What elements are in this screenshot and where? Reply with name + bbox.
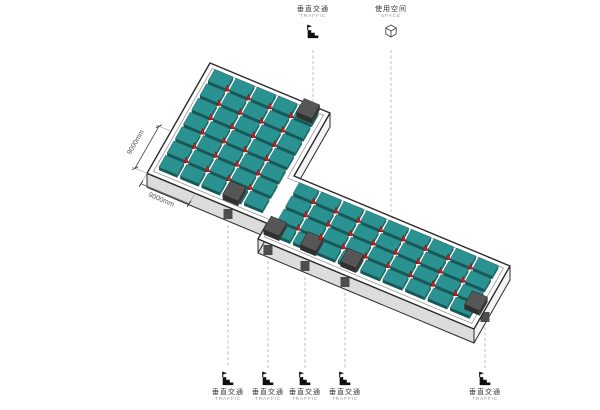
annotation-label-cn: 垂直交通 <box>252 389 284 396</box>
annotation-label-en: SPACE <box>381 14 401 19</box>
stairs-icon <box>270 370 340 386</box>
structure-columns <box>183 84 474 296</box>
stairs-icon <box>310 370 380 386</box>
annotation-label-en: TRAFFIC <box>255 397 281 402</box>
annotation-label-en: TRAFFIC <box>300 14 326 19</box>
annotation-label-en: TRAFFIC <box>332 397 358 402</box>
annotation-label-en: TRAFFIC <box>215 397 241 402</box>
dimension-label-upper: 9000mm <box>126 129 146 156</box>
stairs-icon <box>233 370 303 386</box>
annotation-label-cn: 使用空间 <box>375 6 407 13</box>
annotation-label-cn: 垂直交通 <box>212 389 244 396</box>
annotation-label-cn: 垂直交通 <box>329 389 361 396</box>
annotation-label-cn: 垂直交通 <box>289 389 321 396</box>
annotation-label-cn: 垂直交通 <box>469 389 501 396</box>
leader-lines <box>227 50 486 368</box>
annotation-label-en: TRAFFIC <box>472 397 498 402</box>
stairs-icon <box>193 370 263 386</box>
annotation-label-en: TRAFFIC <box>292 397 318 402</box>
stairs-icon <box>278 23 348 39</box>
cube-icon <box>356 23 426 39</box>
entrance-doors <box>223 209 490 322</box>
annotation-label-cn: 垂直交通 <box>297 6 329 13</box>
stair-cores <box>222 98 488 316</box>
stairs-icon <box>450 370 520 386</box>
